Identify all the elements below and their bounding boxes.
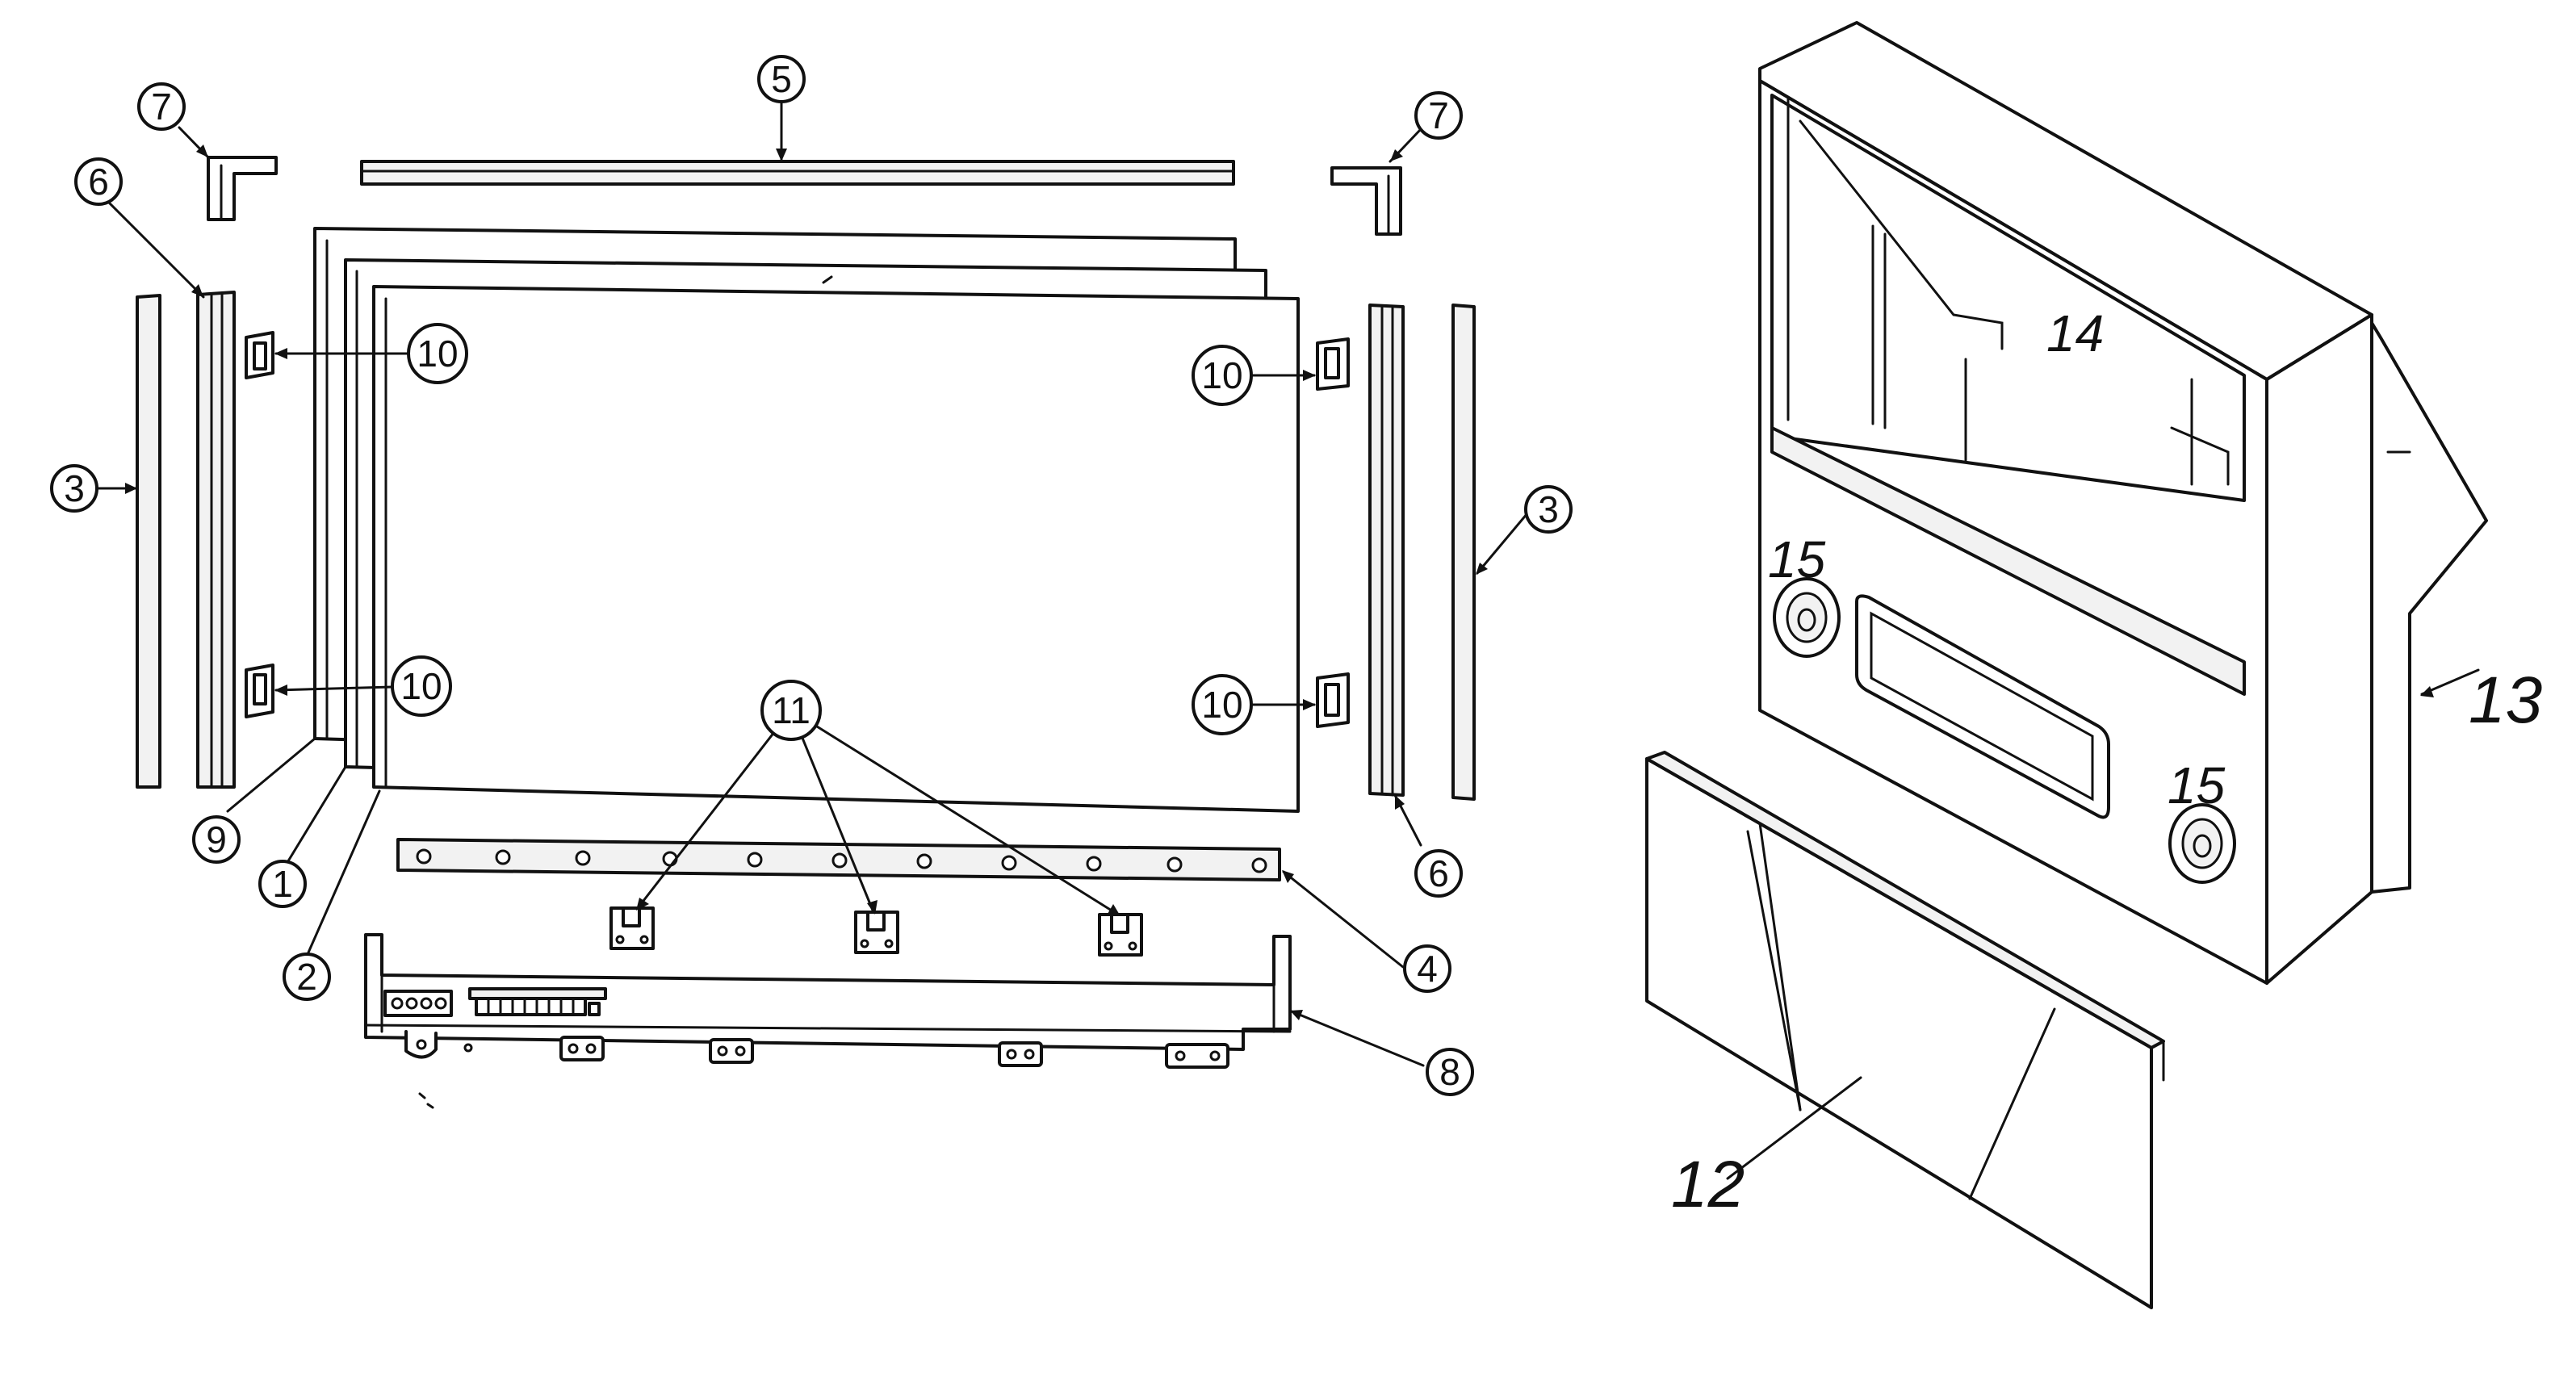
callout-3-right: 3	[1524, 485, 1573, 534]
callout-10-upper-right: 10	[1192, 345, 1253, 406]
callout-3-left: 3	[50, 464, 98, 513]
part-15-speaker-left	[1773, 577, 1841, 658]
callout-10-upper-left: 10	[407, 323, 468, 384]
part-15-speaker-right	[2168, 803, 2236, 884]
part-3-side-strip-right	[1451, 304, 1476, 801]
callout-9: 9	[192, 815, 241, 864]
part-6-side-rail-right	[1368, 304, 1405, 797]
callout-6-left: 6	[74, 157, 123, 206]
callout-7-right: 7	[1414, 91, 1463, 140]
callout-10-lower-right: 10	[1192, 674, 1253, 735]
part-5-top-rail	[360, 160, 1235, 186]
part-12-front-cover	[1645, 751, 2165, 1309]
callout-10-lower-left-label: 10	[400, 665, 442, 707]
callout-4: 4	[1403, 944, 1451, 993]
callout-10-upper-right-label: 10	[1201, 354, 1242, 396]
part-6-side-rail-left	[196, 291, 236, 789]
callout-5-label: 5	[771, 58, 792, 100]
callout-5: 5	[757, 55, 806, 103]
part-7-corner-bracket-left	[207, 156, 278, 221]
leader-lines	[97, 101, 1533, 1067]
part-10-clip-upper-right	[1316, 337, 1350, 391]
handwritten-label-15-left: 15	[1768, 530, 1826, 588]
callout-10-lower-right-label: 10	[1201, 684, 1242, 726]
part-10-clip-lower-right	[1316, 672, 1350, 728]
part-7-corner-bracket-right	[1330, 166, 1402, 236]
callout-7-left: 7	[137, 82, 186, 131]
handwritten-leader-lines	[2420, 668, 2480, 697]
handwritten-label-13: 13	[2469, 664, 2542, 737]
callout-11-label: 11	[772, 689, 810, 731]
callout-3-right-label: 3	[1538, 488, 1559, 530]
part-10-clip-upper-left	[245, 331, 274, 379]
callout-9-label: 9	[206, 819, 227, 860]
callout-7-left-label: 7	[151, 86, 172, 128]
part-8-bottom-chassis	[364, 933, 1292, 1109]
part-3-side-strip-left	[136, 294, 161, 789]
part-11-bracket-right	[1098, 913, 1143, 957]
callout-7-right-label: 7	[1428, 94, 1449, 136]
callout-6-right-label: 6	[1428, 852, 1449, 894]
callout-6-right: 6	[1414, 849, 1463, 898]
callout-8: 8	[1426, 1048, 1474, 1096]
part-13-cabinet	[1758, 21, 2488, 985]
handwritten-label-14: 14	[2046, 304, 2104, 362]
callout-4-label: 4	[1417, 948, 1438, 990]
part-10-clip-lower-left	[245, 664, 274, 718]
callout-11: 11	[760, 680, 822, 741]
callout-2: 2	[283, 952, 331, 1001]
callout-1-label: 1	[272, 863, 293, 905]
callout-2-label: 2	[296, 956, 317, 998]
callout-3-left-label: 3	[64, 467, 85, 509]
callout-10-upper-left-label: 10	[417, 333, 458, 375]
callout-10-lower-left: 10	[391, 655, 452, 717]
part-4-perforated-strip	[396, 838, 1281, 881]
handwritten-label-15-right: 15	[2168, 756, 2226, 814]
callout-1: 1	[258, 860, 307, 908]
part-11-bracket-middle	[854, 911, 899, 954]
callout-8-label: 8	[1439, 1051, 1460, 1093]
part-2-front-panel	[372, 275, 1300, 813]
callout-6-left-label: 6	[88, 161, 109, 203]
handwritten-label-12: 12	[1671, 1148, 1745, 1221]
part-11-bracket-left	[609, 906, 655, 950]
